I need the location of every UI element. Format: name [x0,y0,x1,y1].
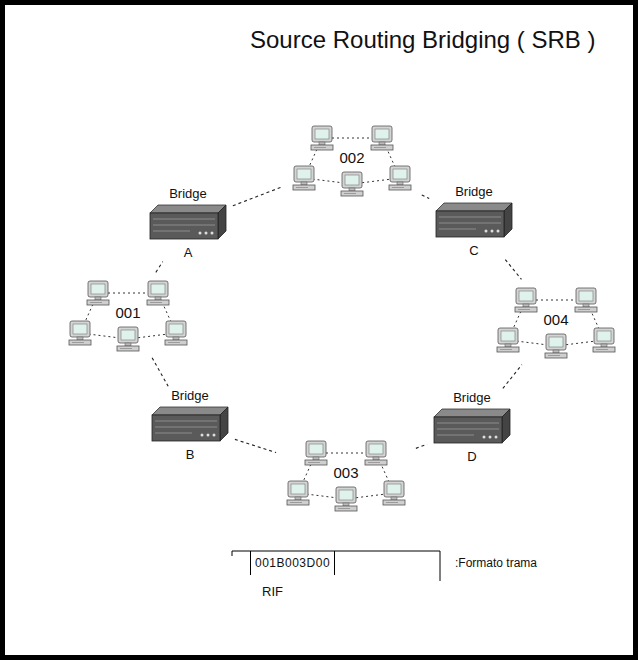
diagram-title: Source Routing Bridging ( SRB ) [250,26,596,54]
dotted-link [152,358,168,387]
dotted-link [233,187,282,206]
bridge-node: BridgeA [145,186,231,260]
dotted-link [156,262,163,273]
bridge-label: Bridge [453,390,491,405]
bridge-node: BridgeD [429,390,515,464]
bridge-label: Bridge [169,186,207,201]
bridge-letter: C [469,243,478,258]
bridge-node: BridgeB [147,388,233,462]
lan-ring: 002 [284,119,420,201]
dotted-link [422,195,429,199]
lan-number: 001 [115,304,140,321]
bridge-letter: D [467,449,476,464]
dotted-link [505,260,521,280]
bridge-label: Bridge [171,388,209,403]
bridge-label: Bridge [455,184,493,199]
lan-ring: 001 [60,274,196,356]
rif-field: 001B003D00 [255,556,330,570]
lan-number: 003 [333,464,358,481]
dotted-link [235,439,276,452]
dotted-link [503,365,522,389]
lan-ring: 003 [278,434,414,516]
bridge-letter: B [186,447,195,462]
lan-ring: 004 [488,281,624,363]
lan-number: 004 [543,311,568,328]
frame-format-note: :Formato trama [455,556,537,570]
frame-field: 001B003D00 [250,551,335,575]
bridge-node: BridgeC [431,184,517,258]
rif-label: RIF [262,584,283,599]
dotted-link [416,444,427,448]
lan-number: 002 [339,149,364,166]
bridge-letter: A [184,245,193,260]
